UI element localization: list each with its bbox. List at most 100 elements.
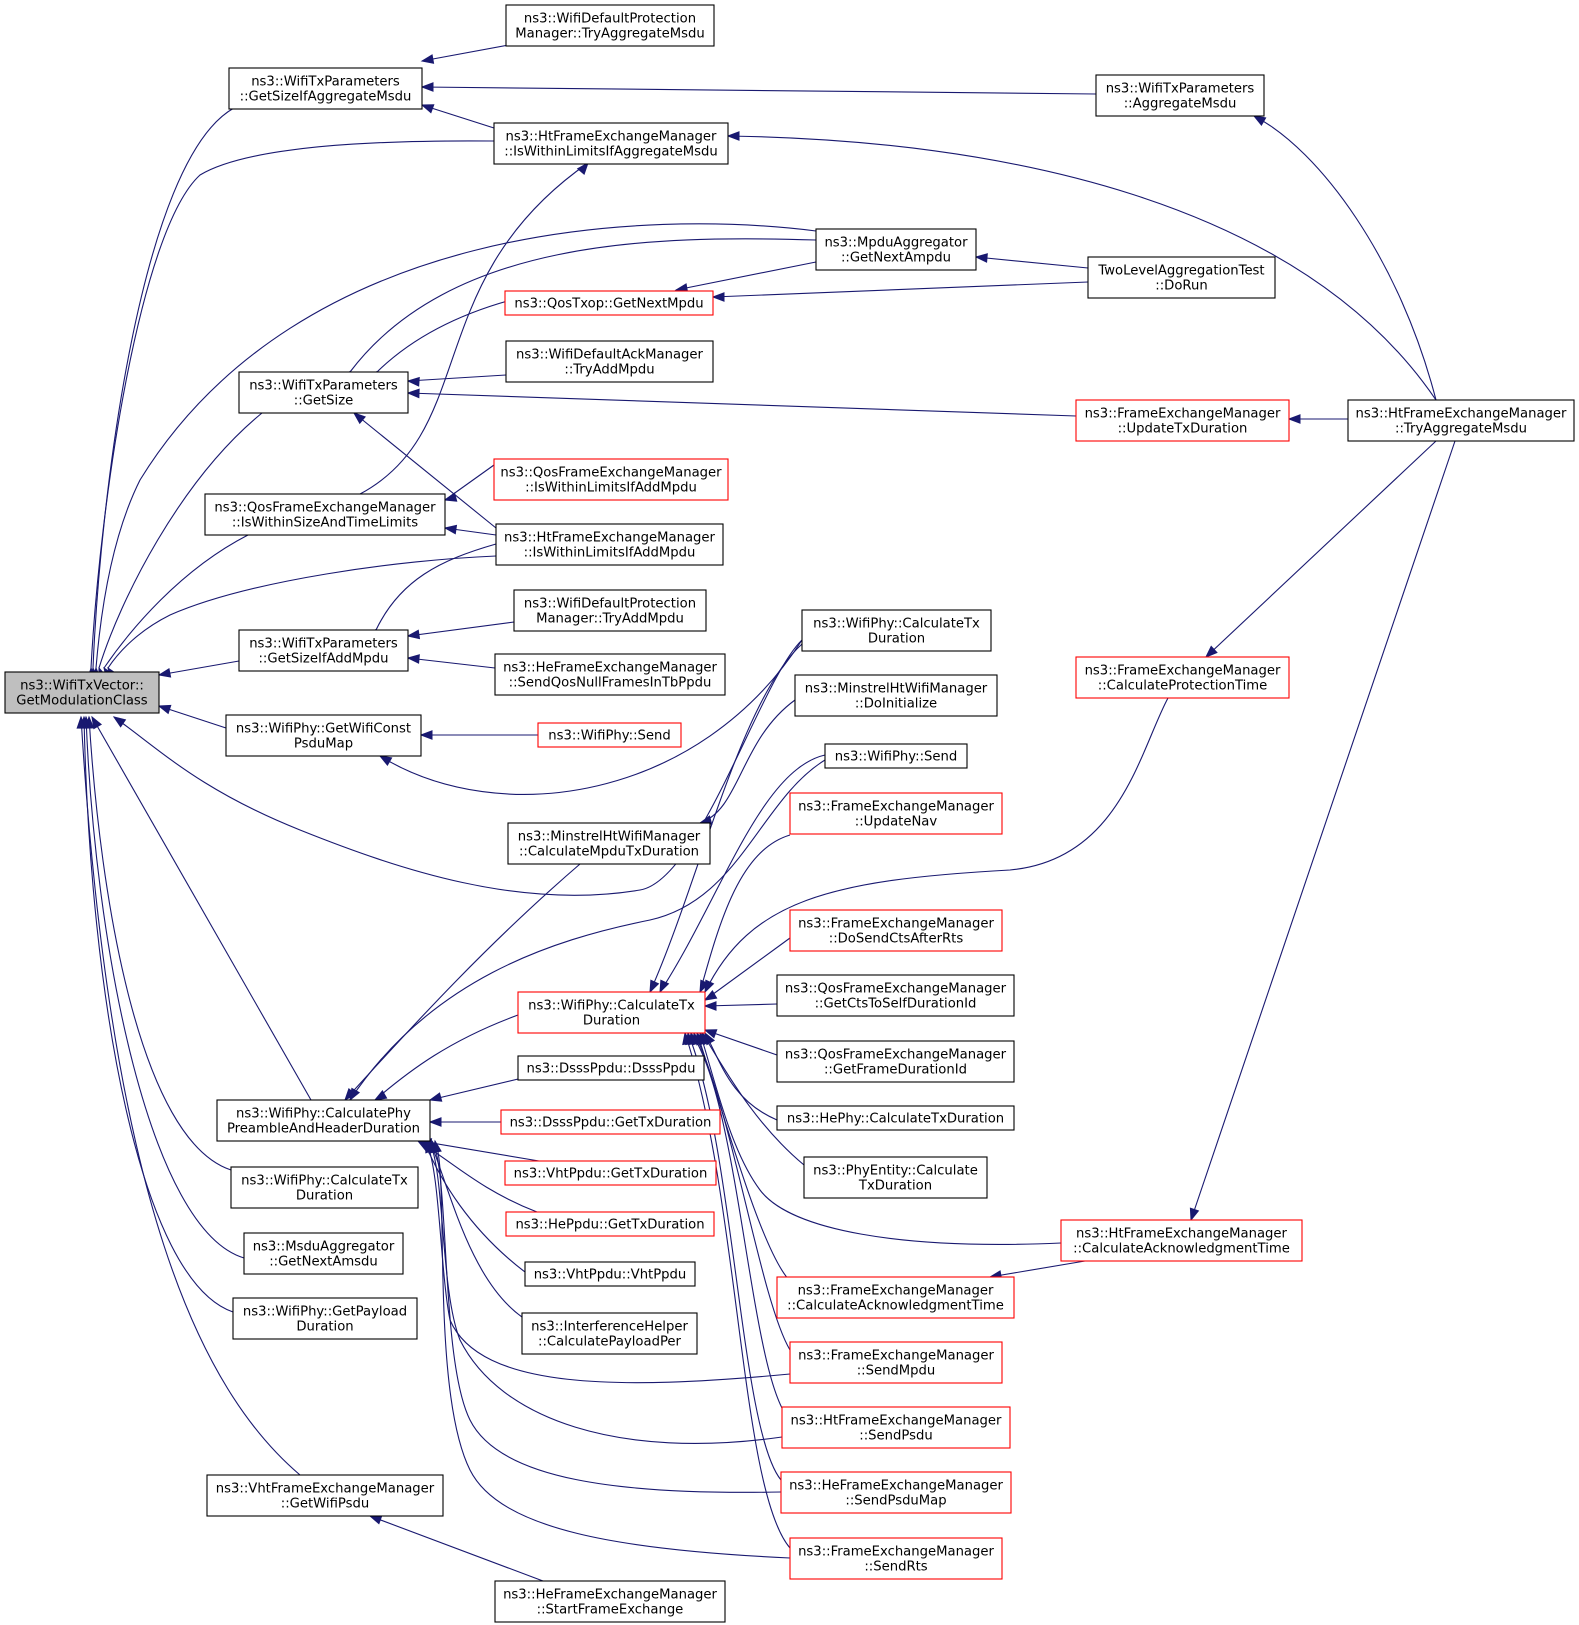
node-label: ::DoSendCtsAfterRts bbox=[829, 932, 964, 947]
node-he-gtd[interactable]: ns3::HePpdu::GetTxDuration bbox=[505, 1211, 715, 1237]
node-fem-smpdu[interactable]: ns3::FrameExchangeManager::SendMpdu bbox=[789, 1341, 1003, 1384]
call-edge bbox=[407, 621, 515, 637]
node-fem-utx[interactable]: ns3::FrameExchangeManager::UpdateTxDurat… bbox=[1075, 399, 1290, 442]
node-txp-szagg[interactable]: ns3::WifiTxParameters::GetSizeIfAggregat… bbox=[228, 67, 423, 110]
node-label: ns3::PhyEntity::Calculate bbox=[813, 1164, 978, 1179]
node-label: ns3::FrameExchangeManager bbox=[798, 800, 994, 815]
node-hephy-ctd[interactable]: ns3::HePhy::CalculateTxDuration bbox=[776, 1105, 1015, 1131]
arrowhead bbox=[576, 161, 589, 175]
node-wdam[interactable]: ns3::WifiDefaultAckManager::TryAddMpdu bbox=[505, 340, 714, 383]
node-ih-cpp[interactable]: ns3::InterferenceHelper::CalculatePayloa… bbox=[521, 1312, 698, 1355]
node-txp-agg[interactable]: ns3::WifiTxParameters::AggregateMsdu bbox=[1095, 74, 1265, 117]
node-htfem-wladd[interactable]: ns3::HtFrameExchangeManager::IsWithinLim… bbox=[495, 523, 724, 566]
node-label: ns3::VhtPpdu::VhtPpdu bbox=[534, 1268, 687, 1283]
node-phy-cph[interactable]: ns3::WifiPhy::CalculatePhyPreambleAndHea… bbox=[216, 1099, 431, 1142]
node-hefem-sqn[interactable]: ns3::HeFrameExchangeManager::SendQosNull… bbox=[494, 653, 726, 696]
call-edge bbox=[98, 412, 263, 669]
node-txp-szadd[interactable]: ns3::WifiTxParameters::GetSizeIfAddMpdu bbox=[238, 629, 409, 672]
node-label: ns3::WifiDefaultProtection bbox=[524, 597, 696, 612]
node-label: ::GetFrameDurationId bbox=[824, 1063, 967, 1078]
node-box bbox=[238, 371, 409, 414]
node-box bbox=[243, 1232, 404, 1275]
node-phy-ctd-c[interactable]: ns3::WifiPhy::CalculateTxDuration bbox=[230, 1166, 419, 1209]
node-vht-gtd[interactable]: ns3::VhtPpdu::GetTxDuration bbox=[504, 1160, 717, 1186]
node-phy-send-b[interactable]: ns3::WifiPhy::Send bbox=[824, 743, 968, 769]
node-box bbox=[495, 523, 724, 566]
node-txp-size[interactable]: ns3::WifiTxParameters::GetSize bbox=[238, 371, 409, 414]
node-label: ns3::InterferenceHelper bbox=[531, 1320, 688, 1335]
node-msdu-agg[interactable]: ns3::MsduAggregator::GetNextAmsdu bbox=[243, 1232, 404, 1275]
node-htfem-cat[interactable]: ns3::HtFrameExchangeManager::CalculateAc… bbox=[1060, 1219, 1303, 1262]
node-label: ::GetNextAmsdu bbox=[269, 1255, 378, 1270]
node-label: ns3::WifiTxParameters bbox=[249, 379, 398, 394]
arrowhead bbox=[443, 492, 458, 502]
node-label: ns3::HtFrameExchangeManager bbox=[1076, 1227, 1287, 1242]
node-htfem-spsdu[interactable]: ns3::HtFrameExchangeManager::SendPsdu bbox=[781, 1406, 1011, 1449]
node-dsss-gtd[interactable]: ns3::DsssPpdu::GetTxDuration bbox=[500, 1109, 721, 1135]
arrowhead bbox=[1252, 115, 1267, 127]
node-label: ns3::HtFrameExchangeManager bbox=[791, 1414, 1002, 1429]
node-box bbox=[780, 1471, 1012, 1514]
call-edge bbox=[675, 261, 817, 291]
node-label: ::CalculateAcknowledgmentTime bbox=[787, 1299, 1004, 1314]
node-fem-srts[interactable]: ns3::FrameExchangeManager::SendRts bbox=[789, 1537, 1003, 1580]
node-box bbox=[505, 340, 714, 383]
node-box bbox=[524, 1261, 696, 1287]
node-label: ns3::WifiPhy::GetWifiConst bbox=[236, 722, 411, 737]
node-box bbox=[794, 674, 998, 717]
node-fem-cat[interactable]: ns3::FrameExchangeManager::CalculateAckn… bbox=[776, 1276, 1015, 1319]
node-tlat[interactable]: TwoLevelAggregationTest::DoRun bbox=[1087, 256, 1276, 299]
arrowhead bbox=[91, 715, 103, 730]
node-box bbox=[1347, 399, 1575, 442]
node-fem-dscar[interactable]: ns3::FrameExchangeManager::DoSendCtsAfte… bbox=[789, 909, 1003, 952]
node-hefem-spm[interactable]: ns3::HeFrameExchangeManager::SendPsduMap bbox=[780, 1471, 1012, 1514]
node-mpdu-agg[interactable]: ns3::MpduAggregator::GetNextAmpdu bbox=[815, 228, 977, 271]
node-phy-ctd-a[interactable]: ns3::WifiPhy::CalculateTxDuration bbox=[801, 609, 992, 652]
node-root[interactable]: ns3::WifiTxVector::GetModulationClass bbox=[4, 671, 160, 714]
arrowhead bbox=[1287, 414, 1301, 424]
node-qfem-gfd[interactable]: ns3::QosFrameExchangeManager::GetFrameDu… bbox=[776, 1040, 1015, 1083]
node-wdpm-agg[interactable]: ns3::WifiDefaultProtectionManager::TryAg… bbox=[505, 4, 715, 47]
node-label: ns3::FrameExchangeManager bbox=[798, 917, 994, 932]
node-qostxop[interactable]: ns3::QosTxop::GetNextMpdu bbox=[504, 290, 714, 316]
node-wdpm-add[interactable]: ns3::WifiDefaultProtectionManager::TryAd… bbox=[513, 589, 707, 632]
node-label: Duration bbox=[868, 632, 925, 647]
node-hefem-sfe[interactable]: ns3::HeFrameExchangeManager::StartFrameE… bbox=[494, 1580, 726, 1623]
node-box bbox=[493, 122, 729, 165]
node-qfem-wsize[interactable]: ns3::QosFrameExchangeManager::IsWithinSi… bbox=[204, 493, 446, 536]
node-label: ::GetNextAmpdu bbox=[841, 251, 951, 266]
node-box bbox=[493, 458, 729, 501]
call-edge bbox=[727, 135, 1437, 401]
node-htfem-tam[interactable]: ns3::HtFrameExchangeManager::TryAggregat… bbox=[1347, 399, 1575, 442]
node-box bbox=[513, 589, 707, 632]
node-mhwm-cmt[interactable]: ns3::MinstrelHtWifiManager::CalculateMpd… bbox=[507, 822, 711, 865]
arrowhead bbox=[703, 1029, 718, 1039]
node-box bbox=[505, 4, 715, 47]
node-fem-cpt[interactable]: ns3::FrameExchangeManager::CalculateProt… bbox=[1075, 656, 1290, 699]
node-vfem-gwp[interactable]: ns3::VhtFrameExchangeManager::GetWifiPsd… bbox=[206, 1474, 444, 1517]
node-vht-ctor[interactable]: ns3::VhtPpdu::VhtPpdu bbox=[524, 1261, 696, 1287]
node-label: Manager::TryAggregateMsdu bbox=[515, 27, 705, 42]
call-edge bbox=[649, 643, 803, 993]
node-mhwm-init[interactable]: ns3::MinstrelHtWifiManager::DoInitialize bbox=[794, 674, 998, 717]
node-label: ns3::HePhy::CalculateTxDuration bbox=[787, 1112, 1004, 1127]
node-phy-ctd-r[interactable]: ns3::WifiPhy::CalculateTxDuration bbox=[517, 991, 706, 1034]
node-phy-send-r[interactable]: ns3::WifiPhy::Send bbox=[537, 722, 682, 748]
graph-edges bbox=[80, 43, 1456, 1582]
node-fem-unav[interactable]: ns3::FrameExchangeManager::UpdateNav bbox=[789, 792, 1003, 835]
call-edge bbox=[419, 1140, 540, 1162]
node-box bbox=[230, 1166, 419, 1209]
node-qfem-wladd[interactable]: ns3::QosFrameExchangeManager::IsWithinLi… bbox=[493, 458, 729, 501]
node-label: ns3::FrameExchangeManager bbox=[1085, 407, 1281, 422]
node-label: ns3::QosTxop::GetNextMpdu bbox=[514, 297, 703, 312]
node-dsss-ctor[interactable]: ns3::DsssPpdu::DsssPpdu bbox=[517, 1055, 705, 1081]
node-box bbox=[225, 714, 422, 757]
node-htfem-wlagg[interactable]: ns3::HtFrameExchangeManager::IsWithinLim… bbox=[493, 122, 729, 165]
call-edge bbox=[704, 1029, 778, 1056]
node-pe-ctd[interactable]: ns3::PhyEntity::CalculateTxDuration bbox=[803, 1156, 988, 1199]
call-edge bbox=[407, 657, 496, 669]
node-qfem-gcts[interactable]: ns3::QosFrameExchangeManager::GetCtsToSe… bbox=[776, 974, 1015, 1017]
